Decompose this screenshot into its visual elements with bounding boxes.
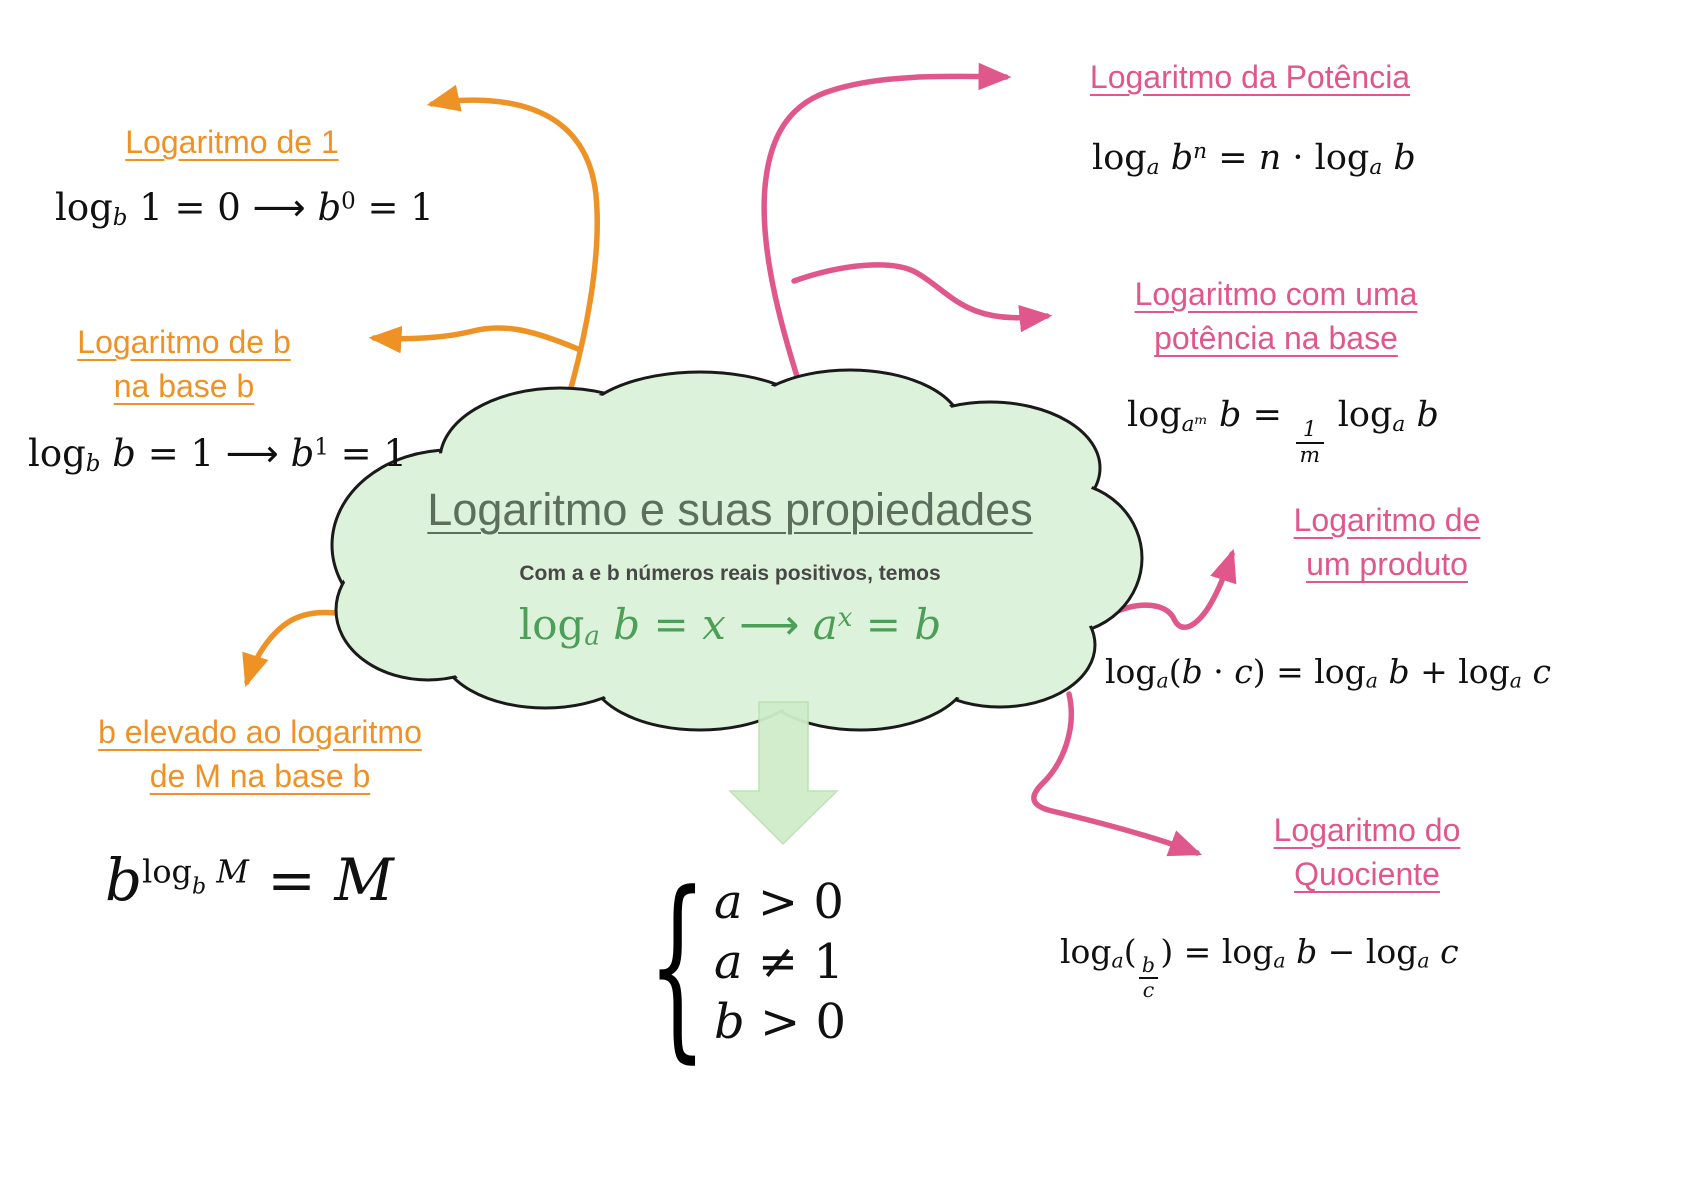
cloud-subtitle: Com a e b números reais positivos, temos (519, 562, 941, 585)
condition-a-positive: a > 0 (714, 874, 844, 930)
arrow-to-log-potencia-na-base (791, 262, 1053, 333)
formula-logaritmo-de-1: logb 1 = 0 ⟶ b0 = 1 (55, 186, 434, 232)
condition-a-not-one: a ≠ 1 (714, 934, 844, 990)
formula-logaritmo-b-base-b: logb b = 1 ⟶ b1 = 1 (28, 432, 407, 478)
conditions-list: a > 0 a ≠ 1 b > 0 (714, 872, 846, 1052)
label-b-elevado-logaritmo: b elevado ao logaritmo de M na base b (98, 714, 422, 795)
cloud-formula: loga b = x ⟶ ax = b (518, 600, 942, 652)
conditions-brace: { (648, 850, 707, 1081)
formula-b-elevado-logaritmo: blogb M = M (105, 846, 394, 914)
cloud-title: Logaritmo e suas propiedades (427, 484, 1033, 535)
condition-b-positive: b > 0 (714, 994, 847, 1050)
label-logaritmo-da-potencia: Logaritmo da Potência (1089, 59, 1411, 95)
label-logaritmo-produto: Logaritmo de um produto (1293, 502, 1481, 583)
label-logaritmo-de-1: Logaritmo de 1 (125, 124, 339, 160)
arrow-to-log-of-1 (426, 84, 600, 405)
label-logaritmo-b-base-b: Logaritmo de b na base b (77, 324, 291, 405)
arrow-to-log-potencia (761, 62, 1012, 392)
arrow-to-log-produto (1110, 548, 1237, 630)
cloud-fill (335, 373, 1139, 727)
formula-logaritmo-produto: loga(b · c) = loga b + loga c (1105, 652, 1551, 693)
arrow-to-log-quociente (1031, 691, 1203, 857)
formula-logaritmo-da-potencia: loga bn = n · loga b (1092, 138, 1416, 180)
label-potencia-na-base: Logaritmo com uma potência na base (1134, 276, 1418, 357)
down-arrow (728, 701, 839, 846)
label-logaritmo-quociente: Logaritmo do Quociente (1273, 812, 1461, 893)
arrow-to-log-b-base-b (368, 325, 581, 354)
